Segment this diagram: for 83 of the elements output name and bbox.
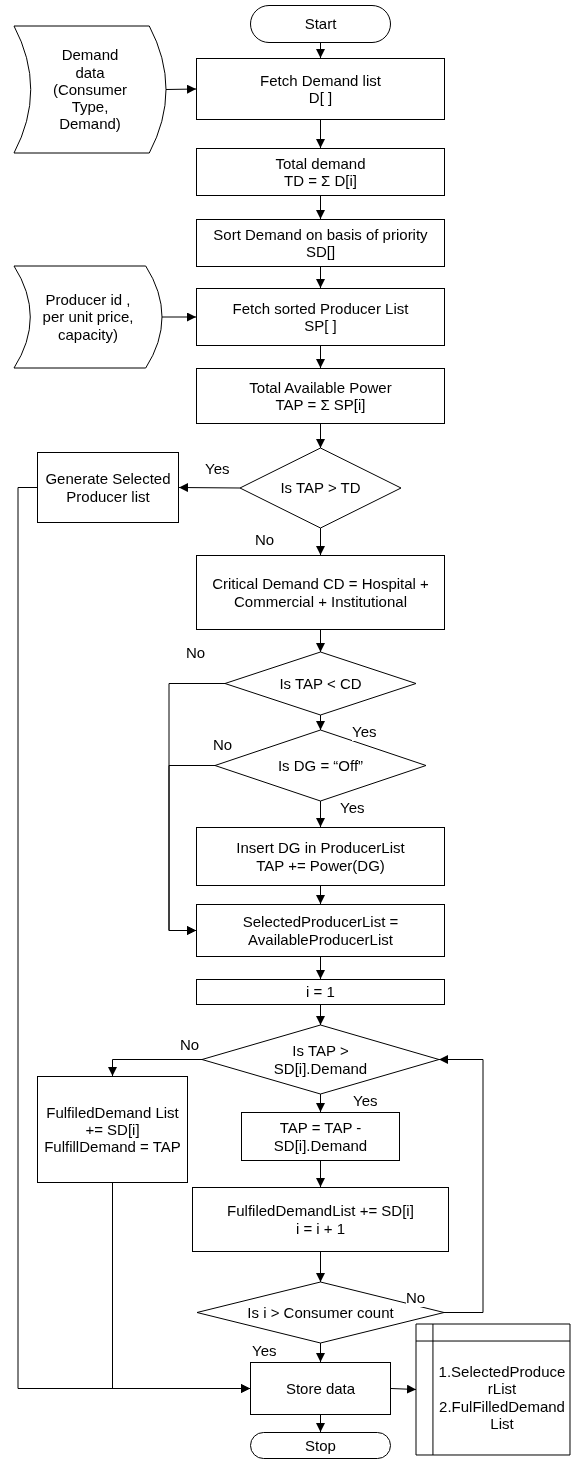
- node-text: Is TAP > SD[i].Demand: [272, 1042, 369, 1077]
- terminal-shape: [250, 1432, 391, 1459]
- node-text: Store data: [285, 1379, 356, 1398]
- process-box: [196, 555, 445, 630]
- arrow: [108, 1059, 203, 1077]
- process-box: [196, 979, 445, 1005]
- process-box: [192, 1187, 449, 1252]
- node-text: Is TAP > TD: [280, 479, 361, 497]
- arrow: [316, 195, 325, 220]
- arrow: [178, 483, 241, 493]
- node-text: TAP = TAP - SD[i].Demand: [272, 1119, 369, 1154]
- arrow: [316, 423, 325, 449]
- node-text: Fetch sorted Producer List: [232, 299, 409, 317]
- arrow: [316, 629, 325, 653]
- node-text: 1.SelectedProducerList: [438, 1363, 566, 1398]
- arrow: [316, 1342, 325, 1363]
- decision-diamond: [197, 1282, 444, 1343]
- arrow: [316, 800, 325, 828]
- data-input-shape: [14, 26, 166, 153]
- arrow: [316, 42, 325, 59]
- data-input-shape: [14, 266, 162, 368]
- arrow: [112, 1182, 251, 1393]
- node-text: Insert DG in ProducerList: [236, 839, 405, 857]
- node-text: Is i > Consumer count: [247, 1303, 394, 1322]
- node-text: Sort Demand on basis of priority SD[]: [212, 225, 429, 261]
- node-text: Generate Selected Producer list: [44, 470, 172, 505]
- arrow: [316, 1251, 325, 1283]
- arrow: [316, 956, 325, 980]
- node-text: TD = Σ D[i]: [284, 172, 357, 190]
- node-text: TAP += Power(DG): [256, 856, 385, 874]
- node-text: Demand data (Consumer Type, Demand): [51, 46, 129, 133]
- edge-label: Yes: [352, 724, 377, 741]
- node-text: D[ ]: [308, 89, 333, 107]
- node-text: FulfiledDemandList += SD[i]: [227, 1202, 414, 1220]
- arrow: [165, 84, 197, 94]
- arrow: [390, 1384, 417, 1394]
- data-store-shape: [416, 1324, 570, 1455]
- node-text: Start: [304, 15, 337, 33]
- arrow: [316, 345, 325, 369]
- decision-diamond: [202, 1025, 439, 1094]
- node-text: SelectedProducerList = AvailableProducerList: [241, 913, 400, 948]
- node-text: 2.FulFilledDemandList: [438, 1397, 566, 1432]
- arrow: [161, 312, 197, 322]
- arrow: [316, 1004, 325, 1026]
- node-text: FulfillDemand = TAP: [44, 1138, 181, 1156]
- process-box: [196, 827, 445, 886]
- node-text: FulfiledDemand List += SD[i]: [45, 1103, 180, 1139]
- arrow: [316, 266, 325, 289]
- arrow: [316, 1414, 325, 1433]
- arrow: [316, 527, 325, 556]
- node-text: TAP = Σ SP[i]: [275, 396, 366, 414]
- node-text: SP[ ]: [304, 317, 337, 335]
- process-box: [196, 904, 445, 957]
- decision-diamond: [225, 652, 416, 715]
- process-box: [196, 148, 445, 196]
- process-box: [196, 58, 445, 120]
- arrow: [438, 1055, 484, 1313]
- node-text: Total Available Power: [249, 378, 392, 396]
- terminal-shape: [250, 5, 391, 43]
- arrow: [316, 1160, 325, 1188]
- node-text: Is TAP < CD: [279, 674, 362, 693]
- arrow: [316, 1093, 325, 1113]
- process-box: [196, 368, 445, 424]
- process-box: [241, 1112, 400, 1161]
- arrow: [316, 885, 325, 905]
- node-text: Is DG = “Off”: [277, 756, 364, 775]
- node-text: Critical Demand CD = Hospital + Commercial + Institutional: [211, 575, 430, 610]
- process-box: [196, 219, 445, 267]
- process-box: [37, 452, 179, 523]
- node-text: Total demand: [275, 154, 366, 172]
- node-text: Stop: [305, 1436, 336, 1455]
- arrow: [316, 119, 325, 149]
- node-text: i = i + 1: [295, 1219, 346, 1237]
- decision-diamond: [240, 448, 401, 528]
- node-text: Fetch Demand list: [260, 71, 381, 89]
- arrow: [168, 765, 216, 935]
- node-text: i = 1: [306, 983, 335, 1001]
- process-box: [250, 1362, 391, 1415]
- node-text: Producer id , per unit price, capacity): [41, 291, 135, 343]
- arrow: [316, 714, 325, 731]
- process-box: [37, 1076, 188, 1183]
- process-box: [196, 288, 445, 346]
- edge-label: No: [406, 1290, 426, 1307]
